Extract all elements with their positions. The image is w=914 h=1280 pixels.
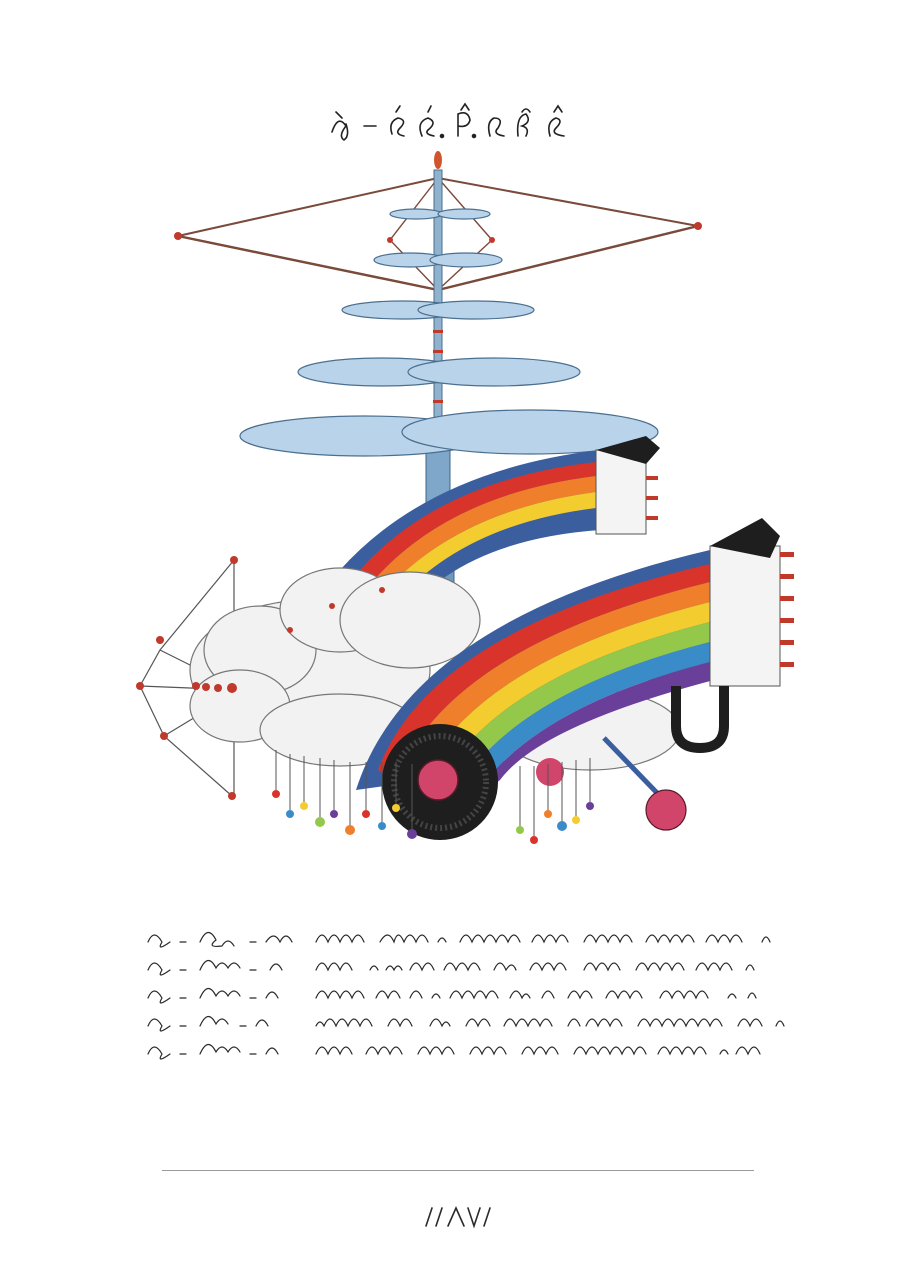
folio-glyphs-icon	[425, 1206, 491, 1229]
script-paragraph-glyphs-icon	[147, 931, 785, 1060]
script-title-glyphs-icon	[331, 102, 565, 141]
script-line-2	[147, 959, 755, 976]
script-line-1	[147, 931, 771, 948]
script-line-4	[147, 1015, 785, 1032]
flying-cloud-rainbow-machine-icon	[136, 151, 794, 844]
script-line-5	[147, 1043, 761, 1060]
script-line-3	[147, 987, 757, 1004]
footer-divider	[162, 1170, 754, 1171]
